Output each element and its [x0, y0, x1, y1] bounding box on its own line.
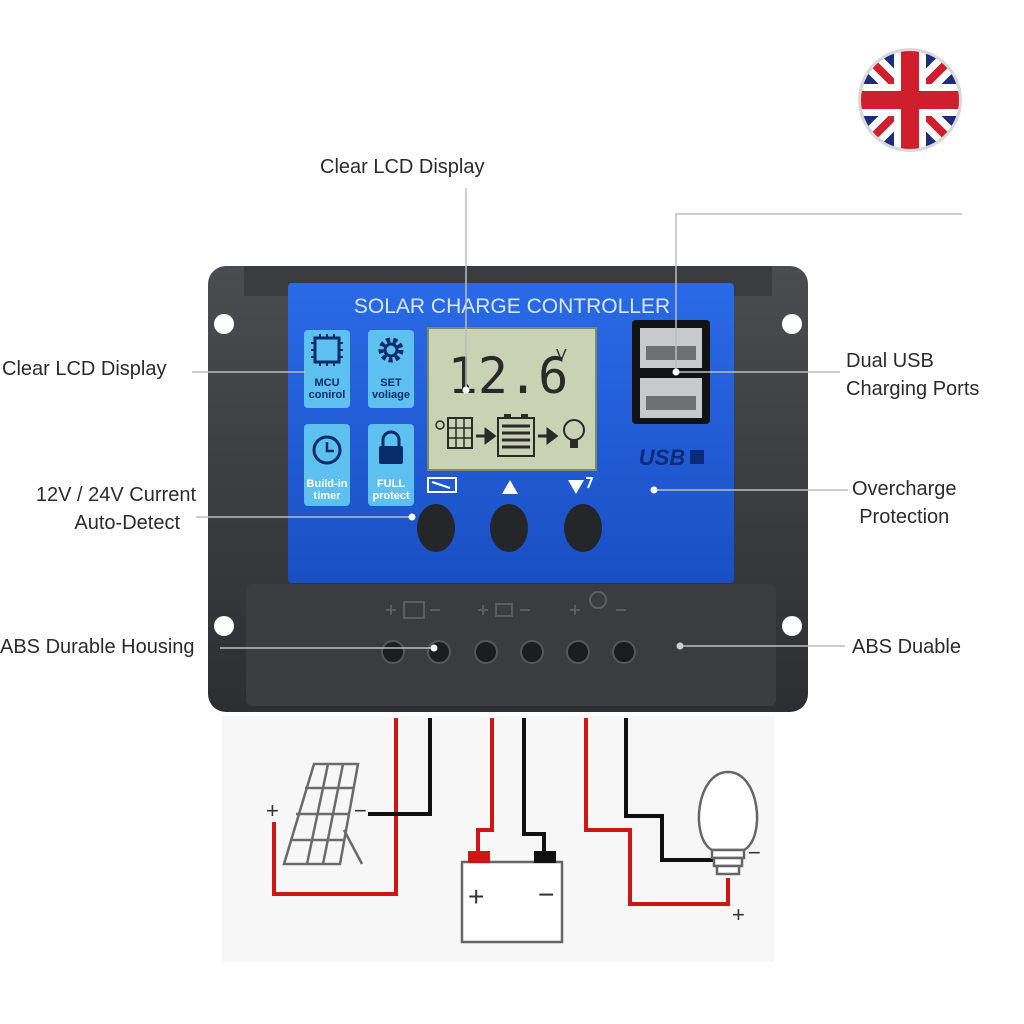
control-buttons — [417, 504, 602, 552]
menu-symbol-icon — [427, 477, 457, 493]
callout-anchor-dots — [408, 368, 680, 652]
panel-title: SOLAR CHARGE CONTROLLER — [354, 295, 670, 318]
feature-button-mcu — [304, 330, 350, 408]
solar-plus-sign: + — [266, 798, 279, 823]
feature-label-mcu: MCU conirol — [304, 377, 350, 401]
solar-positive-wire — [272, 718, 398, 896]
load-terminal-symbol — [570, 591, 626, 615]
battery-negative-wire — [522, 718, 546, 852]
chip-icon — [311, 334, 343, 366]
feature-button-timer — [304, 424, 350, 506]
clock-icon — [312, 435, 342, 465]
usb-port-block — [632, 320, 710, 424]
down-button[interactable] — [564, 504, 602, 552]
load-negative-wire — [624, 718, 716, 862]
bulb-plus-sign: + — [732, 902, 745, 927]
wires — [272, 718, 730, 906]
feature-label-timer-line2: timer — [313, 490, 341, 502]
lcd-bulb-icon — [563, 419, 585, 448]
terminal-screws — [381, 640, 636, 664]
solar-negative-wire — [368, 718, 432, 816]
bulb-symbol-icon — [586, 477, 594, 489]
solar-terminal-symbol — [386, 601, 440, 619]
callout-auto-detect-line1: 12V / 24V Current — [35, 484, 196, 506]
load-positive-wire — [584, 718, 730, 906]
battery-icon — [460, 851, 564, 944]
bulb-icon — [697, 770, 759, 876]
feature-label-timer: Build-in timer — [304, 478, 350, 502]
feature-label-timer-line1: Build-in — [306, 478, 348, 490]
solar-minus-sign: − — [354, 798, 367, 823]
uk-flag-icon — [858, 48, 962, 152]
battery-positive-wire — [476, 718, 494, 852]
lcd-solar-icon — [435, 417, 473, 449]
callout-auto-detect: 12V / 24V Current Auto-Detect — [16, 481, 196, 537]
lcd-arrow-icon — [538, 427, 559, 445]
up-button[interactable] — [490, 504, 528, 552]
callout-left-lcd: Clear LCD Display — [2, 358, 167, 380]
bulb-minus-sign: − — [748, 840, 761, 865]
feature-label-set-line1: SET — [380, 377, 402, 389]
feature-label-mcu-line1: MCU — [314, 377, 340, 389]
lock-icon — [379, 430, 403, 464]
menu-button[interactable] — [417, 504, 455, 552]
gear-icon — [378, 337, 404, 363]
lcd-voltage-unit: V — [556, 347, 567, 364]
usb-logo-mark — [690, 450, 704, 464]
feature-label-protect-line1: FULL — [376, 478, 406, 490]
callout-top-lcd: Clear LCD Display — [320, 156, 485, 178]
callout-overcharge-line1: Overcharge — [852, 478, 957, 500]
feature-label-protect: FULL protect — [368, 478, 414, 502]
lcd-screen: 12.6 V — [427, 327, 597, 471]
lcd-arrow-icon — [476, 427, 497, 445]
feature-label-set-line2: voliage — [372, 389, 410, 401]
lcd-voltage-value: 12.6 — [448, 347, 568, 405]
usb-logo: USB — [639, 445, 686, 470]
lcd-battery-icon — [497, 414, 535, 457]
battery-plus-sign: + — [468, 881, 484, 912]
callout-usb-line1: Dual USB — [846, 350, 934, 372]
feature-button-set — [368, 330, 414, 408]
callout-usb-line2: Charging Ports — [846, 378, 980, 400]
up-symbol-icon — [502, 480, 518, 494]
down-symbol-icon — [568, 480, 584, 494]
feature-label-protect-line2: protect — [372, 490, 410, 502]
callout-usb: Dual USB Charging Ports — [846, 347, 979, 403]
terminal-block — [246, 584, 776, 706]
feature-label-set: SET voliage — [368, 377, 414, 401]
feature-label-mcu-line2: conirol — [308, 389, 346, 401]
callout-housing-right: ABS Duable — [852, 636, 961, 658]
callout-housing-left: ABS Durable Housing — [0, 636, 195, 658]
callout-auto-detect-line2: Auto-Detect — [74, 512, 180, 534]
feature-button-protect — [368, 424, 414, 506]
battery-minus-sign: − — [538, 879, 554, 910]
battery-terminal-symbol — [478, 603, 530, 617]
solar-panel-icon — [282, 762, 364, 866]
callout-overcharge-line2: Protection — [859, 506, 950, 528]
callout-overcharge: Overcharge Protection — [852, 475, 957, 531]
callout-leader-lines — [192, 188, 962, 649]
